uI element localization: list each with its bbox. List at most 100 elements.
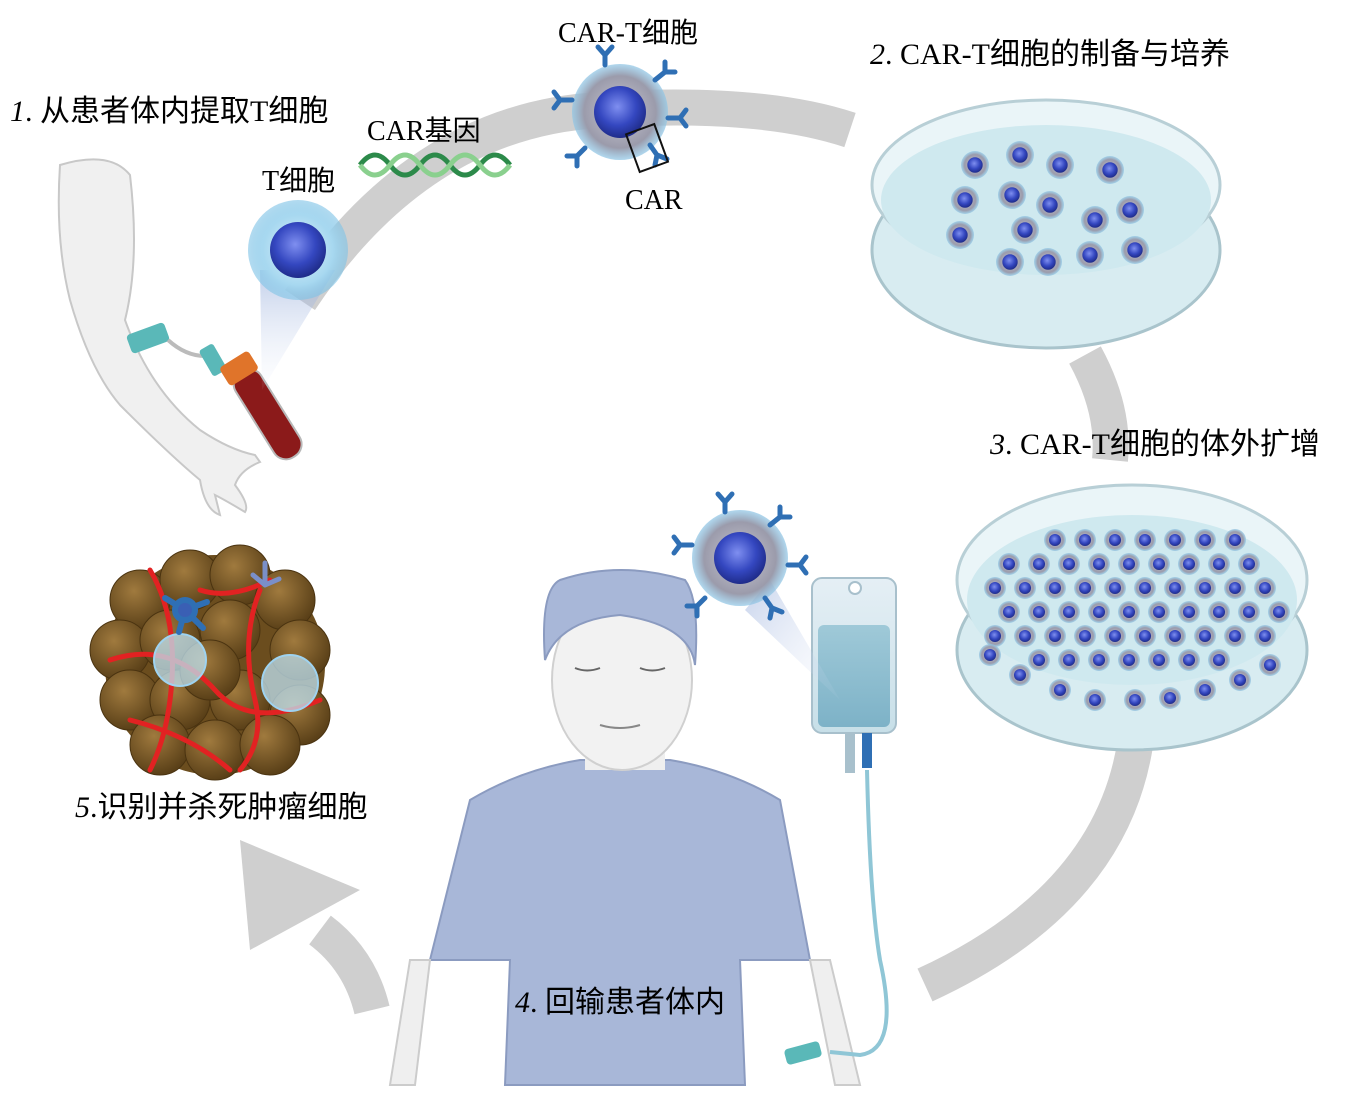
blood-tube-icon	[220, 351, 303, 461]
t-cell-icon	[248, 200, 348, 300]
car-t-cell-icon	[1194, 625, 1216, 647]
car-t-cell-icon	[1194, 679, 1216, 701]
arc-right-lower	[917, 741, 1153, 1002]
car-label: CAR	[625, 185, 683, 216]
car-t-cell-icon	[996, 248, 1024, 276]
car-t-cell-icon	[998, 181, 1026, 209]
car-t-cell-icon	[1104, 625, 1126, 647]
arc-right-upper	[1069, 346, 1129, 462]
car-t-cell-icon	[1224, 529, 1246, 551]
car-t-cell-icon	[1268, 601, 1290, 623]
car-t-cell-icon	[1036, 191, 1064, 219]
car-t-cell-icon	[1104, 529, 1126, 551]
car-t-cell-icon	[1159, 687, 1181, 709]
car-t-cell-icon	[1118, 553, 1140, 575]
car-t-cell-icon	[1164, 625, 1186, 647]
car-gene-helix-icon	[358, 152, 512, 178]
car-t-cell-icon	[1006, 141, 1034, 169]
tumor-illustration	[89, 544, 331, 781]
car-t-cell-icon	[961, 151, 989, 179]
car-t-cell-icon	[1208, 649, 1230, 671]
car-gene-label: CAR基因	[367, 115, 481, 147]
car-t-cell-icon	[951, 186, 979, 214]
arm-illustration	[57, 158, 262, 517]
car-t-cell-icon	[1058, 649, 1080, 671]
step5-label: 5.识别并杀死肿瘤细胞	[75, 791, 368, 824]
car-t-cell-icon	[1049, 679, 1071, 701]
step3-label: 3. CAR-T细胞的体外扩增	[989, 428, 1320, 461]
car-t-cell-icon	[1074, 577, 1096, 599]
culture-dish-large	[955, 483, 1309, 752]
car-t-cell-icon	[1104, 577, 1126, 599]
car-t-cell-icon	[1148, 553, 1170, 575]
car-t-cell-icon	[1224, 625, 1246, 647]
car-t-cell-icon	[1044, 577, 1066, 599]
car-t-cell-icon	[1178, 649, 1200, 671]
iv-beam	[745, 580, 840, 700]
car-t-cell-icon	[551, 44, 689, 174]
car-t-cell-icon	[1254, 577, 1276, 599]
car-t-cell-icon	[1134, 625, 1156, 647]
car-t-cell-icon	[1148, 649, 1170, 671]
car-t-cell-icon	[998, 553, 1020, 575]
car-t-cell-icon	[1034, 248, 1062, 276]
car-t-cell-icon	[1229, 669, 1251, 691]
car-t-cell-icon	[1121, 236, 1149, 264]
tumor-cell	[184, 719, 246, 781]
car-t-cell-icon	[1259, 654, 1281, 676]
car-t-cell-icon	[1148, 601, 1170, 623]
step4-label: 4. 回输患者体内	[515, 986, 725, 1019]
car-t-cell-icon	[1074, 529, 1096, 551]
car-t-cell-icon	[1011, 216, 1039, 244]
car-t-cell-icon	[1124, 689, 1146, 711]
car-t-cell-icon	[1076, 241, 1104, 269]
car-t-cell-icon	[984, 625, 1006, 647]
car-t-cell-icon	[1058, 601, 1080, 623]
attacking-car-t-cells	[153, 560, 319, 712]
step2-label: 2. CAR-T细胞的制备与培养	[870, 38, 1230, 71]
car-t-cell-icon	[1088, 601, 1110, 623]
car-t-cell-icon	[1134, 529, 1156, 551]
car-t-cell-icon	[1028, 553, 1050, 575]
car-t-cell-icon	[1096, 156, 1124, 184]
car-t-cell-icon	[1028, 649, 1050, 671]
car-t-cell-icon	[979, 644, 1001, 666]
car-t-cell-icon	[1164, 577, 1186, 599]
car-t-cell-icon	[1238, 601, 1260, 623]
car-t-cell-icon	[1058, 553, 1080, 575]
car-t-cell-icon	[1074, 625, 1096, 647]
car-t-cell-icon	[1178, 601, 1200, 623]
tumor-cell	[239, 714, 301, 776]
car-t-cell-icon	[984, 577, 1006, 599]
car-t-cell-infusion-icon	[671, 491, 809, 621]
car-t-cell-icon	[1224, 577, 1246, 599]
car-t-cell-icon	[1116, 196, 1144, 224]
arrowhead-to-step5	[240, 840, 360, 950]
car-t-cell-icon	[1014, 577, 1036, 599]
car-t-cell-icon	[1014, 625, 1036, 647]
car-t-cell-icon	[998, 601, 1020, 623]
car-t-cell-icon	[1238, 553, 1260, 575]
car-t-cell-icon	[1009, 664, 1031, 686]
car-t-cell-icon	[1084, 689, 1106, 711]
car-t-cell-icon	[1046, 151, 1074, 179]
car-t-cell-icon	[1044, 625, 1066, 647]
tumor-cell	[89, 619, 151, 681]
culture-dish-small	[870, 98, 1222, 350]
t-cell-beam	[260, 270, 335, 390]
car-t-cell-icon	[1081, 206, 1109, 234]
car-t-cell-icon	[1254, 625, 1276, 647]
arc-bottom-left	[308, 915, 390, 1015]
car-t-cell-label: CAR-T细胞	[558, 17, 698, 49]
car-t-cell-icon	[1134, 577, 1156, 599]
car-t-cell-icon	[1088, 553, 1110, 575]
car-t-cell-icon	[1118, 649, 1140, 671]
car-t-cell-icon	[1194, 529, 1216, 551]
car-t-cell-icon	[1178, 553, 1200, 575]
car-t-cell-icon	[1194, 577, 1216, 599]
t-cell-label: T细胞	[262, 165, 335, 197]
car-t-cell-icon	[1208, 601, 1230, 623]
car-t-cell-icon	[1028, 601, 1050, 623]
car-t-cell-icon	[1208, 553, 1230, 575]
